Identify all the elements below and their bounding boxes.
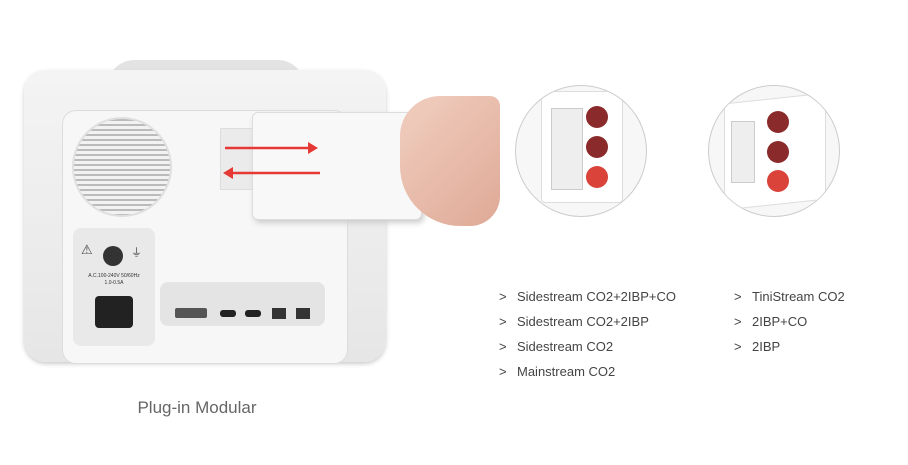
warning-icon: ⚠ <box>81 242 93 257</box>
list-item: >2IBP <box>734 339 781 354</box>
power-rating: A.C.100-240V 50/60Hz 1.0-0.5A <box>88 273 140 286</box>
monitor-illustration: ⚠ ⏚ A.C.100-240V 50/60Hz 1.0-0.5A <box>0 0 500 380</box>
module-photo-tinistream <box>708 85 840 217</box>
connector <box>586 136 608 158</box>
vga-port[interactable] <box>175 308 207 318</box>
io-panel <box>160 282 325 326</box>
power-socket[interactable] <box>95 296 133 328</box>
list-item: >Sidestream CO2+2IBP+CO <box>499 289 676 304</box>
list-item: >TiniStream CO2 <box>734 289 845 304</box>
usb-port[interactable] <box>245 310 261 317</box>
connector <box>586 106 608 128</box>
connector <box>767 170 789 192</box>
list-item: >2IBP+CO <box>734 314 808 329</box>
ground-icon: ⏚ <box>131 247 142 259</box>
connector <box>586 166 608 188</box>
usb-port[interactable] <box>220 310 236 317</box>
module-photo-sidestream <box>515 85 647 217</box>
power-knob <box>103 246 123 266</box>
arrows <box>223 142 320 179</box>
connector <box>767 111 789 133</box>
caption: Plug-in Modular <box>137 398 257 417</box>
network-port[interactable] <box>296 308 310 319</box>
arrow-left-icon <box>223 167 320 179</box>
arrow-right-icon <box>225 142 318 154</box>
network-port[interactable] <box>272 308 286 319</box>
list-item: >Mainstream CO2 <box>499 364 616 379</box>
list-item: >Sidestream CO2+2IBP <box>499 314 649 329</box>
power-panel: ⚠ ⏚ A.C.100-240V 50/60Hz 1.0-0.5A <box>73 228 155 346</box>
connector <box>767 141 789 163</box>
plugin-module <box>252 112 422 220</box>
hand <box>400 96 500 226</box>
speaker-grille <box>72 117 172 217</box>
list-item: >Sidestream CO2 <box>499 339 614 354</box>
